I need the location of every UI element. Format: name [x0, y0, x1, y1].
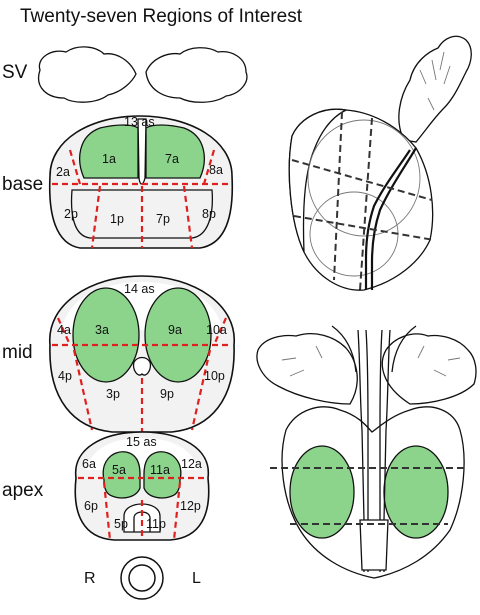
base-section: 13 as 1a 7a 2a 8a 2p 1p 7p 8p — [48, 115, 234, 249]
sagittal-dash-1 — [291, 159, 433, 201]
base-region-8p: 8p — [202, 207, 216, 221]
mid-region-10a: 10a — [206, 323, 227, 337]
base-divider-ra — [202, 149, 216, 185]
mid-divider-right — [190, 349, 212, 431]
sagittal-view — [288, 35, 472, 291]
coronal-duct-1 — [357, 329, 365, 572]
sagittal-seminal-vesicle — [398, 35, 472, 143]
coronal-sv-folds — [281, 345, 461, 377]
base-region-13as: 13 as — [124, 115, 155, 129]
apex-region-11a: 11a — [150, 463, 170, 477]
sagittal-sv-folds — [419, 51, 451, 111]
apex-urethra-outer — [123, 503, 161, 533]
seminal-vesicles — [38, 46, 248, 103]
seminal-vesicle-left — [145, 47, 248, 103]
row-label-apex: apex — [2, 480, 44, 501]
base-region-7p: 7p — [156, 212, 170, 226]
mid-region-4p: 4p — [58, 369, 72, 383]
mid-section: 14 as 3a 9a 4a 10a 4p 3p 9p 10p — [49, 275, 235, 433]
coronal-duct-2 — [365, 329, 369, 572]
base-divider-la — [68, 149, 82, 185]
row-label-sv: SV — [2, 62, 28, 83]
apex-region-5p: 5p — [114, 517, 128, 531]
mid-region-10p: 10p — [204, 369, 225, 383]
coronal-zone-right — [289, 445, 355, 539]
mid-region-14as: 14 as — [124, 282, 155, 296]
sagittal-ejaculatory-duct — [364, 149, 411, 290]
coronal-sv-right — [256, 333, 358, 405]
apex-section: 15 as 5a 11a 6a 12a 6p 5p 11p 12p — [74, 431, 210, 541]
mid-region-3a: 3a — [95, 323, 109, 337]
base-region-1p: 1p — [110, 212, 124, 226]
apex-zone-11a — [143, 451, 182, 499]
base-zone-1a — [79, 124, 139, 179]
diagram-title: Twenty-seven Regions of Interest — [20, 6, 303, 27]
mid-region-9p: 9p — [160, 387, 174, 401]
mid-zone-9a — [144, 287, 212, 383]
mid-region-4a: 4a — [57, 323, 71, 337]
base-region-8a: 8a — [209, 163, 223, 177]
base-zone-7a — [145, 124, 205, 179]
coronal-duct-curve-right — [331, 325, 357, 373]
sagittal-dash-3 — [333, 111, 343, 281]
mid-urethra — [132, 356, 152, 376]
coronal-urethra — [359, 519, 389, 571]
coronal-view — [256, 325, 477, 579]
base-inner-zone — [70, 189, 214, 239]
apex-region-15as: 15 as — [126, 435, 157, 449]
coronal-duct-3 — [379, 329, 383, 572]
mid-region-9a: 9a — [168, 323, 182, 337]
apex-region-12a: 12a — [181, 457, 202, 471]
sagittal-zone-upper — [307, 119, 421, 237]
coronal-duct-4 — [383, 329, 391, 572]
apex-region-6p: 6p — [84, 499, 98, 513]
mid-divider-left — [72, 349, 94, 431]
apex-region-5a: 5a — [112, 463, 126, 477]
mid-divider-ra — [212, 317, 228, 346]
orientation-key: R L — [84, 556, 201, 600]
seminal-vesicle-right — [38, 46, 137, 103]
apex-region-11p: 11p — [146, 517, 166, 531]
urethra-ring-inner — [128, 564, 156, 592]
base-region-1a: 1a — [102, 152, 116, 166]
base-region-7a: 7a — [165, 152, 179, 166]
mid-zone-3a — [72, 287, 140, 383]
apex-zone-5a — [102, 451, 141, 499]
coronal-duct-curve-left — [391, 325, 417, 373]
base-region-2a: 2a — [56, 165, 70, 179]
orientation-left-label: L — [192, 570, 201, 587]
base-divider-left — [90, 185, 102, 249]
row-label-mid: mid — [2, 342, 33, 363]
coronal-sv-left — [381, 333, 477, 405]
row-label-base: base — [2, 174, 43, 195]
orientation-right-label: R — [84, 570, 96, 587]
base-region-2p: 2p — [64, 207, 78, 221]
sagittal-dash-4 — [359, 117, 373, 291]
mid-divider-la — [56, 317, 72, 346]
base-divider-right — [182, 185, 194, 249]
apex-region-6a: 6a — [82, 457, 96, 471]
sagittal-urethra — [370, 147, 417, 290]
mid-region-3p: 3p — [106, 387, 120, 401]
apex-region-12p: 12p — [180, 499, 201, 513]
